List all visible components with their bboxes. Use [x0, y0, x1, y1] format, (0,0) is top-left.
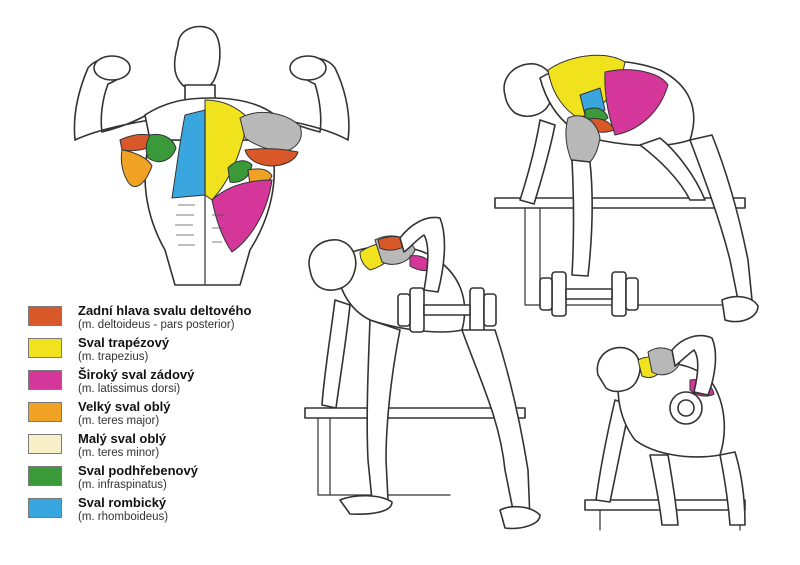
legend-label: Malý sval oblý: [78, 431, 167, 446]
one-arm-row-side: [584, 334, 746, 531]
legend-swatch-infraspinatus: [28, 466, 62, 486]
muscle-legend: Zadní hlava svalu deltového (m. deltoide…: [28, 303, 288, 527]
legend-latin: (m. deltoideus - pars posterior): [78, 319, 235, 331]
legend-swatch-rhomboid: [28, 498, 62, 518]
legend-item-trapezius: Sval trapézový (m. trapezius): [28, 335, 288, 367]
legend-latin: (m. rhomboideus): [78, 511, 169, 523]
legend-swatch-trapezius: [28, 338, 62, 358]
legend-label: Sval trapézový: [78, 335, 170, 350]
legend-latin: (m. teres minor): [78, 447, 160, 459]
legend-swatch-teres-major: [28, 402, 62, 422]
legend-latin: (m. trapezius): [78, 351, 149, 363]
legend-item-rhomboid: Sval rombický (m. rhomboideus): [28, 495, 288, 527]
legend-label: Velký sval oblý: [78, 399, 171, 414]
legend-label: Zadní hlava svalu deltového: [78, 303, 252, 318]
legend-item-deltoid: Zadní hlava svalu deltového (m. deltoide…: [28, 303, 288, 335]
legend-latin: (m. latissimus dorsi): [78, 383, 181, 395]
back-anatomy-figure: [73, 25, 350, 286]
legend-swatch-latissimus: [28, 370, 62, 390]
legend-item-latissimus: Široký sval zádový (m. latissimus dorsi): [28, 367, 288, 399]
legend-latin: (m. infraspinatus): [78, 479, 167, 491]
legend-swatch-deltoid: [28, 306, 62, 326]
one-arm-row-start: [304, 216, 541, 530]
dumbbell-1: [397, 287, 497, 333]
legend-label: Sval podhřebenový: [78, 463, 198, 478]
legend-swatch-teres-minor: [28, 434, 62, 454]
legend-latin: (m. teres major): [78, 415, 160, 427]
legend-label: Široký sval zádový: [78, 367, 195, 382]
legend-item-teres-minor: Malý sval oblý (m. teres minor): [28, 431, 288, 463]
legend-item-teres-major: Velký sval oblý (m. teres major): [28, 399, 288, 431]
legend-item-infraspinatus: Sval podhřebenový (m. infraspinatus): [28, 463, 288, 495]
legend-label: Sval rombický: [78, 495, 167, 510]
dumbbell-2: [539, 271, 639, 317]
one-arm-row-top: [494, 54, 759, 323]
